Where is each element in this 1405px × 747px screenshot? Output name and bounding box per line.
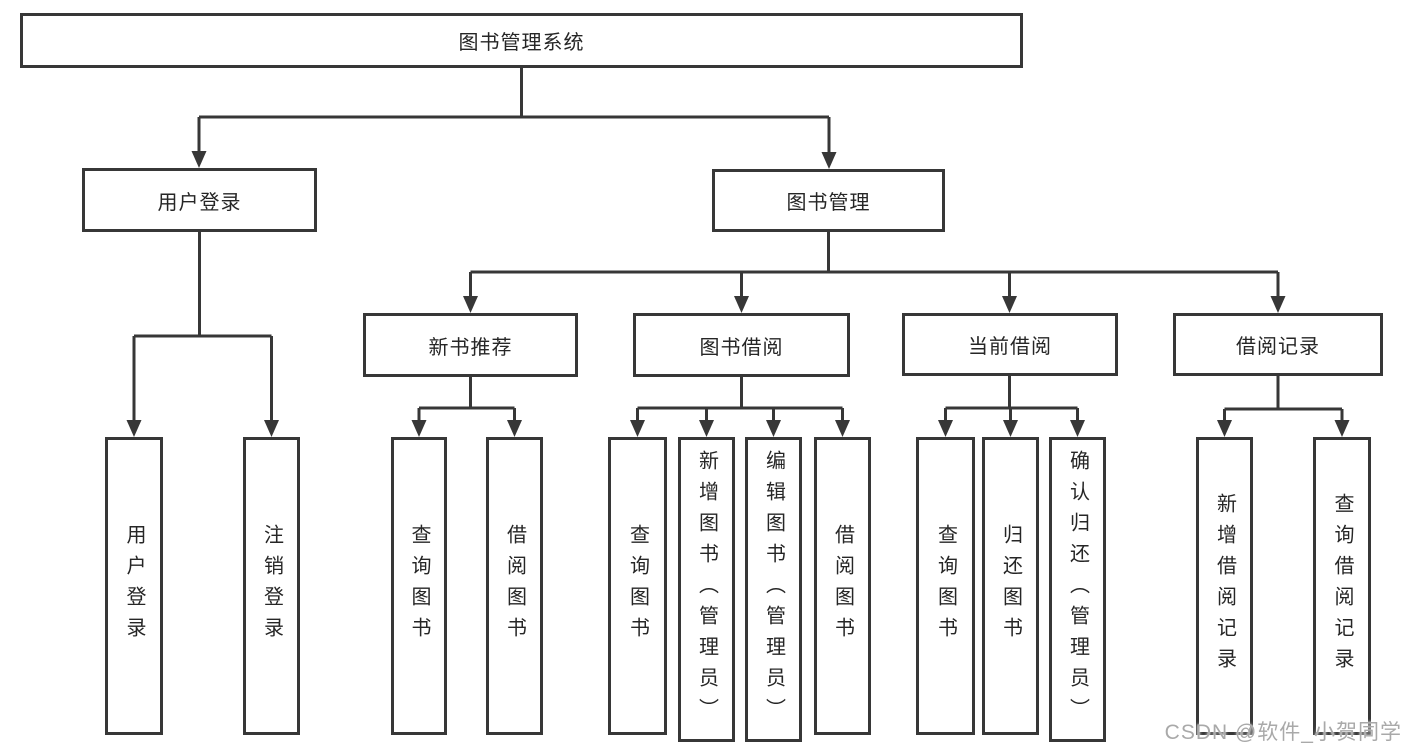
arrow-down-icon (1334, 420, 1350, 437)
leaf-query-book-current: 查询图书 (916, 437, 975, 735)
node-borrow-record: 借阅记录 (1173, 313, 1383, 376)
leaf-query-borrow-record: 查询借阅记录 (1313, 437, 1371, 735)
arrow-down-icon (1217, 420, 1232, 437)
leaf-logout: 注销登录 (243, 437, 300, 735)
node-book-borrow: 图书借阅 (633, 313, 850, 377)
node-user-login: 用户登录 (82, 168, 317, 232)
node-label: 新书推荐 (428, 336, 513, 359)
arrow-down-icon (1070, 420, 1085, 437)
leaf-query-book-recommend: 查询图书 (391, 437, 447, 735)
node-label: 查询借阅记录 (1331, 493, 1353, 679)
leaf-add-book-admin: 新增图书（管理员） (678, 437, 735, 742)
node-label: 注销登录 (260, 524, 283, 648)
arrow-down-icon (766, 420, 781, 437)
node-label: 图书借阅 (699, 336, 784, 359)
node-label: 用户登录 (123, 524, 145, 648)
leaf-add-borrow-record: 新增借阅记录 (1196, 437, 1253, 735)
node-root-system: 图书管理系统 (20, 13, 1023, 68)
node-book-management: 图书管理 (712, 169, 945, 232)
leaf-borrow-book: 借阅图书 (814, 437, 871, 735)
node-label: 图书管理系统 (458, 32, 585, 54)
arrow-down-icon (821, 152, 837, 169)
arrow-down-icon (630, 420, 645, 437)
node-label: 查询图书 (934, 524, 957, 648)
arrow-down-icon (126, 420, 142, 437)
node-label: 确认归还（管理员） (1066, 450, 1089, 729)
arrow-down-icon (411, 420, 427, 437)
arrow-down-icon (507, 420, 522, 437)
arrow-down-icon (1003, 420, 1018, 437)
node-label: 新增借阅记录 (1213, 493, 1236, 679)
leaf-user-login: 用户登录 (105, 437, 163, 735)
arrow-down-icon (938, 420, 953, 437)
arrow-down-icon (835, 420, 850, 437)
tree-branch-lines (132, 68, 1344, 422)
arrow-down-icon (1002, 296, 1017, 313)
leaf-edit-book-admin: 编辑图书（管理员） (745, 437, 802, 742)
node-label: 当前借阅 (968, 336, 1052, 358)
arrow-down-icon (1270, 296, 1286, 313)
arrowheads (126, 151, 1350, 437)
arrow-down-icon (264, 420, 279, 437)
leaf-return-book: 归还图书 (982, 437, 1039, 735)
arrow-down-icon (463, 296, 478, 313)
watermark: CSDN @软件_小贺同学 (1164, 721, 1402, 744)
node-label: 查询图书 (626, 524, 649, 648)
node-new-book-recommend: 新书推荐 (363, 313, 578, 377)
node-label: 新增图书（管理员） (695, 450, 718, 729)
node-label: 借阅图书 (831, 524, 854, 648)
node-label: 查询图书 (408, 524, 430, 648)
node-label: 借阅记录 (1236, 336, 1320, 358)
leaf-borrow-book-recommend: 借阅图书 (486, 437, 543, 735)
arrow-down-icon (734, 296, 749, 313)
leaf-query-book-borrow: 查询图书 (608, 437, 667, 735)
node-label: 借阅图书 (503, 524, 526, 648)
arrow-down-icon (699, 420, 714, 437)
arrow-down-icon (191, 151, 207, 168)
node-label: 图书管理 (786, 192, 871, 214)
node-label: 编辑图书（管理员） (762, 450, 785, 729)
node-label: 用户登录 (157, 191, 242, 214)
node-current-borrow: 当前借阅 (902, 313, 1118, 376)
leaf-confirm-return-admin: 确认归还（管理员） (1049, 437, 1106, 742)
node-label: 归还图书 (999, 524, 1022, 648)
